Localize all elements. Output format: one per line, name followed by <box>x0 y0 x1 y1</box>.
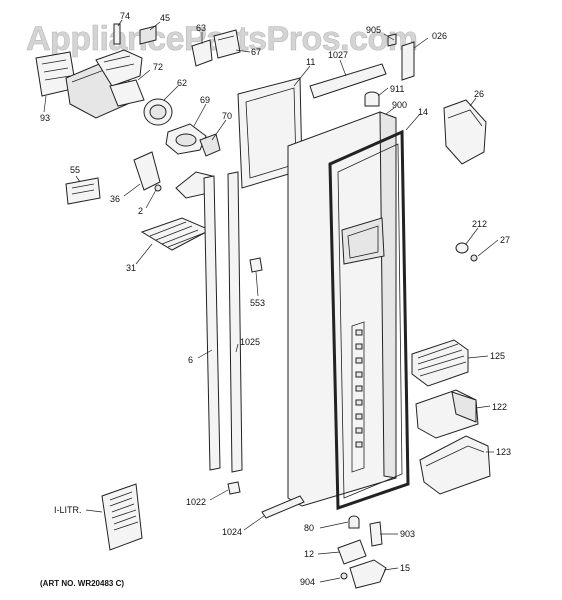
callout-026: 026 <box>432 31 447 41</box>
callout-70: 70 <box>222 111 232 121</box>
callout-1022: 1022 <box>186 497 206 507</box>
callout-123: 123 <box>496 447 511 457</box>
actuator-part <box>133 151 162 192</box>
callout-72: 72 <box>153 62 163 72</box>
dispenser-housing-part <box>35 23 157 119</box>
cover-part <box>443 99 487 165</box>
callout-125: 125 <box>490 351 505 361</box>
callout-911: 911 <box>390 84 404 94</box>
motor-ring-part <box>143 98 173 126</box>
door-bin-lower-part <box>419 435 491 495</box>
callout-63: 63 <box>196 23 206 33</box>
callout-15: 15 <box>400 563 410 573</box>
callout-55: 55 <box>70 165 80 175</box>
gasket-strip-right-part <box>227 171 243 473</box>
callout-26: 26 <box>474 89 484 99</box>
trim-strip-part <box>309 63 387 99</box>
literature-booklet <box>101 483 143 551</box>
wire-shelf-part <box>411 339 469 387</box>
callout-903: 903 <box>400 529 415 539</box>
bushing-part <box>455 242 478 262</box>
bearing-part <box>369 521 383 547</box>
dispenser-recess-part <box>341 217 385 265</box>
hinge-pin-part <box>348 515 360 529</box>
callout-31: 31 <box>126 263 136 273</box>
callout-45: 45 <box>160 13 170 23</box>
callout-80: 80 <box>304 523 314 533</box>
door-outer-shell-part <box>287 111 397 507</box>
callout-69: 69 <box>200 95 210 105</box>
callout-literature: I-LITR. <box>54 505 82 515</box>
callout-27: 27 <box>500 235 510 245</box>
chute-part <box>175 133 221 199</box>
door-bin-part <box>415 389 479 439</box>
bracket-part <box>191 29 241 67</box>
callout-1024: 1024 <box>222 527 242 537</box>
art-number: (ART NO. WR20483 C) <box>40 579 124 588</box>
cap-part <box>364 91 380 107</box>
leader-lines <box>43 19 499 583</box>
switch-plate-part <box>65 177 101 205</box>
callout-900: 900 <box>392 100 407 110</box>
callout-122: 122 <box>492 402 507 412</box>
callout-67: 67 <box>251 47 261 57</box>
door-stop-part <box>227 481 241 495</box>
auger-part <box>165 123 207 155</box>
callout-11: 11 <box>306 57 315 67</box>
hinge-part <box>387 33 415 81</box>
callout-905: 905 <box>366 25 381 35</box>
callout-1027: 1027 <box>328 50 348 60</box>
ice-tray-part <box>140 217 212 251</box>
callout-212: 212 <box>472 219 487 229</box>
door-shelf-bumps <box>351 321 365 473</box>
callout-904: 904 <box>300 577 315 587</box>
callout-1025: 1025 <box>240 337 260 347</box>
callout-2: 2 <box>138 206 143 216</box>
hinge-bracket-part <box>337 539 387 589</box>
callout-14: 14 <box>418 107 428 117</box>
callout-553: 553 <box>250 298 265 308</box>
door-gasket-part <box>328 129 410 511</box>
clip-part <box>249 257 263 273</box>
callout-62: 62 <box>177 78 187 88</box>
callout-36: 36 <box>110 194 120 204</box>
callout-12: 12 <box>304 549 314 559</box>
gasket-strip-left-part <box>203 175 221 471</box>
callout-labels: 74 45 63 67 72 62 93 69 70 55 36 2 31 11… <box>40 11 511 587</box>
callout-93: 93 <box>40 113 50 123</box>
bottom-trim-part <box>261 495 305 519</box>
callout-6: 6 <box>188 355 193 365</box>
callout-74: 74 <box>120 11 130 21</box>
